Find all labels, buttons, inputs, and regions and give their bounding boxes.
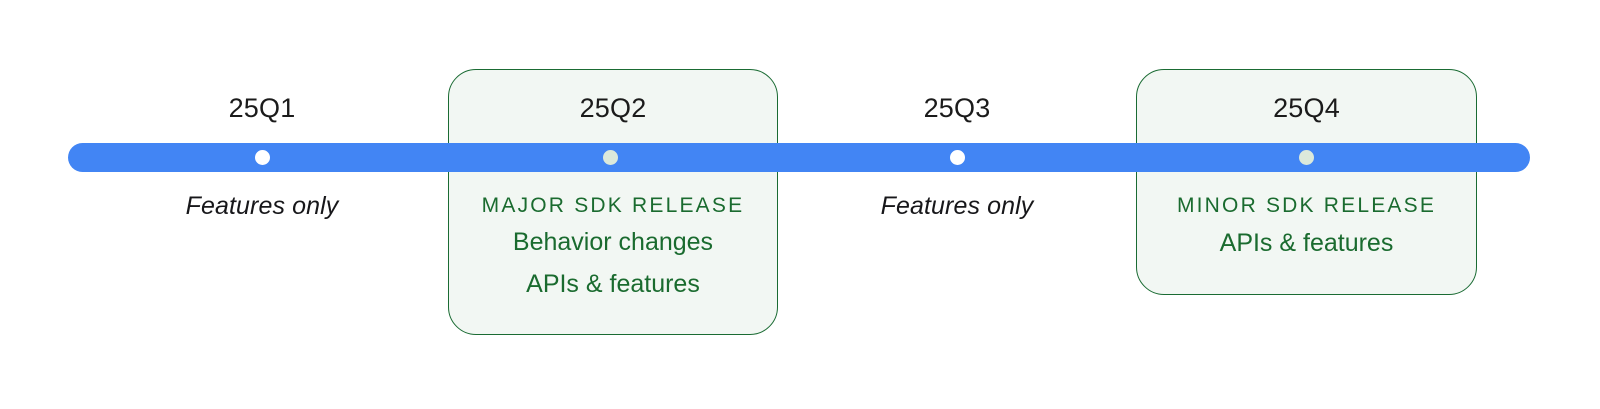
timeline-track: [68, 143, 1530, 172]
timeline-marker-dot-q3: [950, 150, 965, 165]
quarter-label-q3: 25Q3: [923, 93, 991, 123]
release-kicker-q4: MINOR SDK RELEASE: [1176, 194, 1437, 217]
release-details-q4: MINOR SDK RELEASE APIs & features: [1136, 191, 1477, 265]
timeline-column-q2: 25Q2 MAJOR SDK RELEASE Behavior changes …: [448, 0, 778, 409]
quarter-note-q1: Features only: [185, 192, 339, 220]
release-line-q2-1: Behavior changes: [512, 228, 714, 256]
quarter-label-q2: 25Q2: [579, 93, 647, 123]
timeline-marker-dot-q2: [603, 150, 618, 165]
release-kicker-q2: MAJOR SDK RELEASE: [481, 194, 745, 217]
quarter-card-q4: [1136, 69, 1477, 295]
release-details-q2: MAJOR SDK RELEASE Behavior changes APIs …: [448, 191, 778, 305]
timeline-marker-dot-q1: [255, 150, 270, 165]
timeline-marker-dot-q4: [1299, 150, 1314, 165]
release-line-q2-2: APIs & features: [526, 270, 700, 298]
quarter-label-q1: 25Q1: [228, 93, 296, 123]
quarter-note-q3: Features only: [880, 192, 1034, 220]
timeline-column-q4: 25Q4 MINOR SDK RELEASE APIs & features: [1136, 0, 1477, 409]
timeline-column-q3: 25Q3 Features only: [827, 0, 1087, 409]
release-line-q4-1: APIs & features: [1219, 229, 1394, 257]
quarter-card-q2: [448, 69, 778, 335]
quarter-label-q4: 25Q4: [1273, 93, 1340, 123]
timeline-column-q1: 25Q1 Features only: [132, 0, 392, 409]
